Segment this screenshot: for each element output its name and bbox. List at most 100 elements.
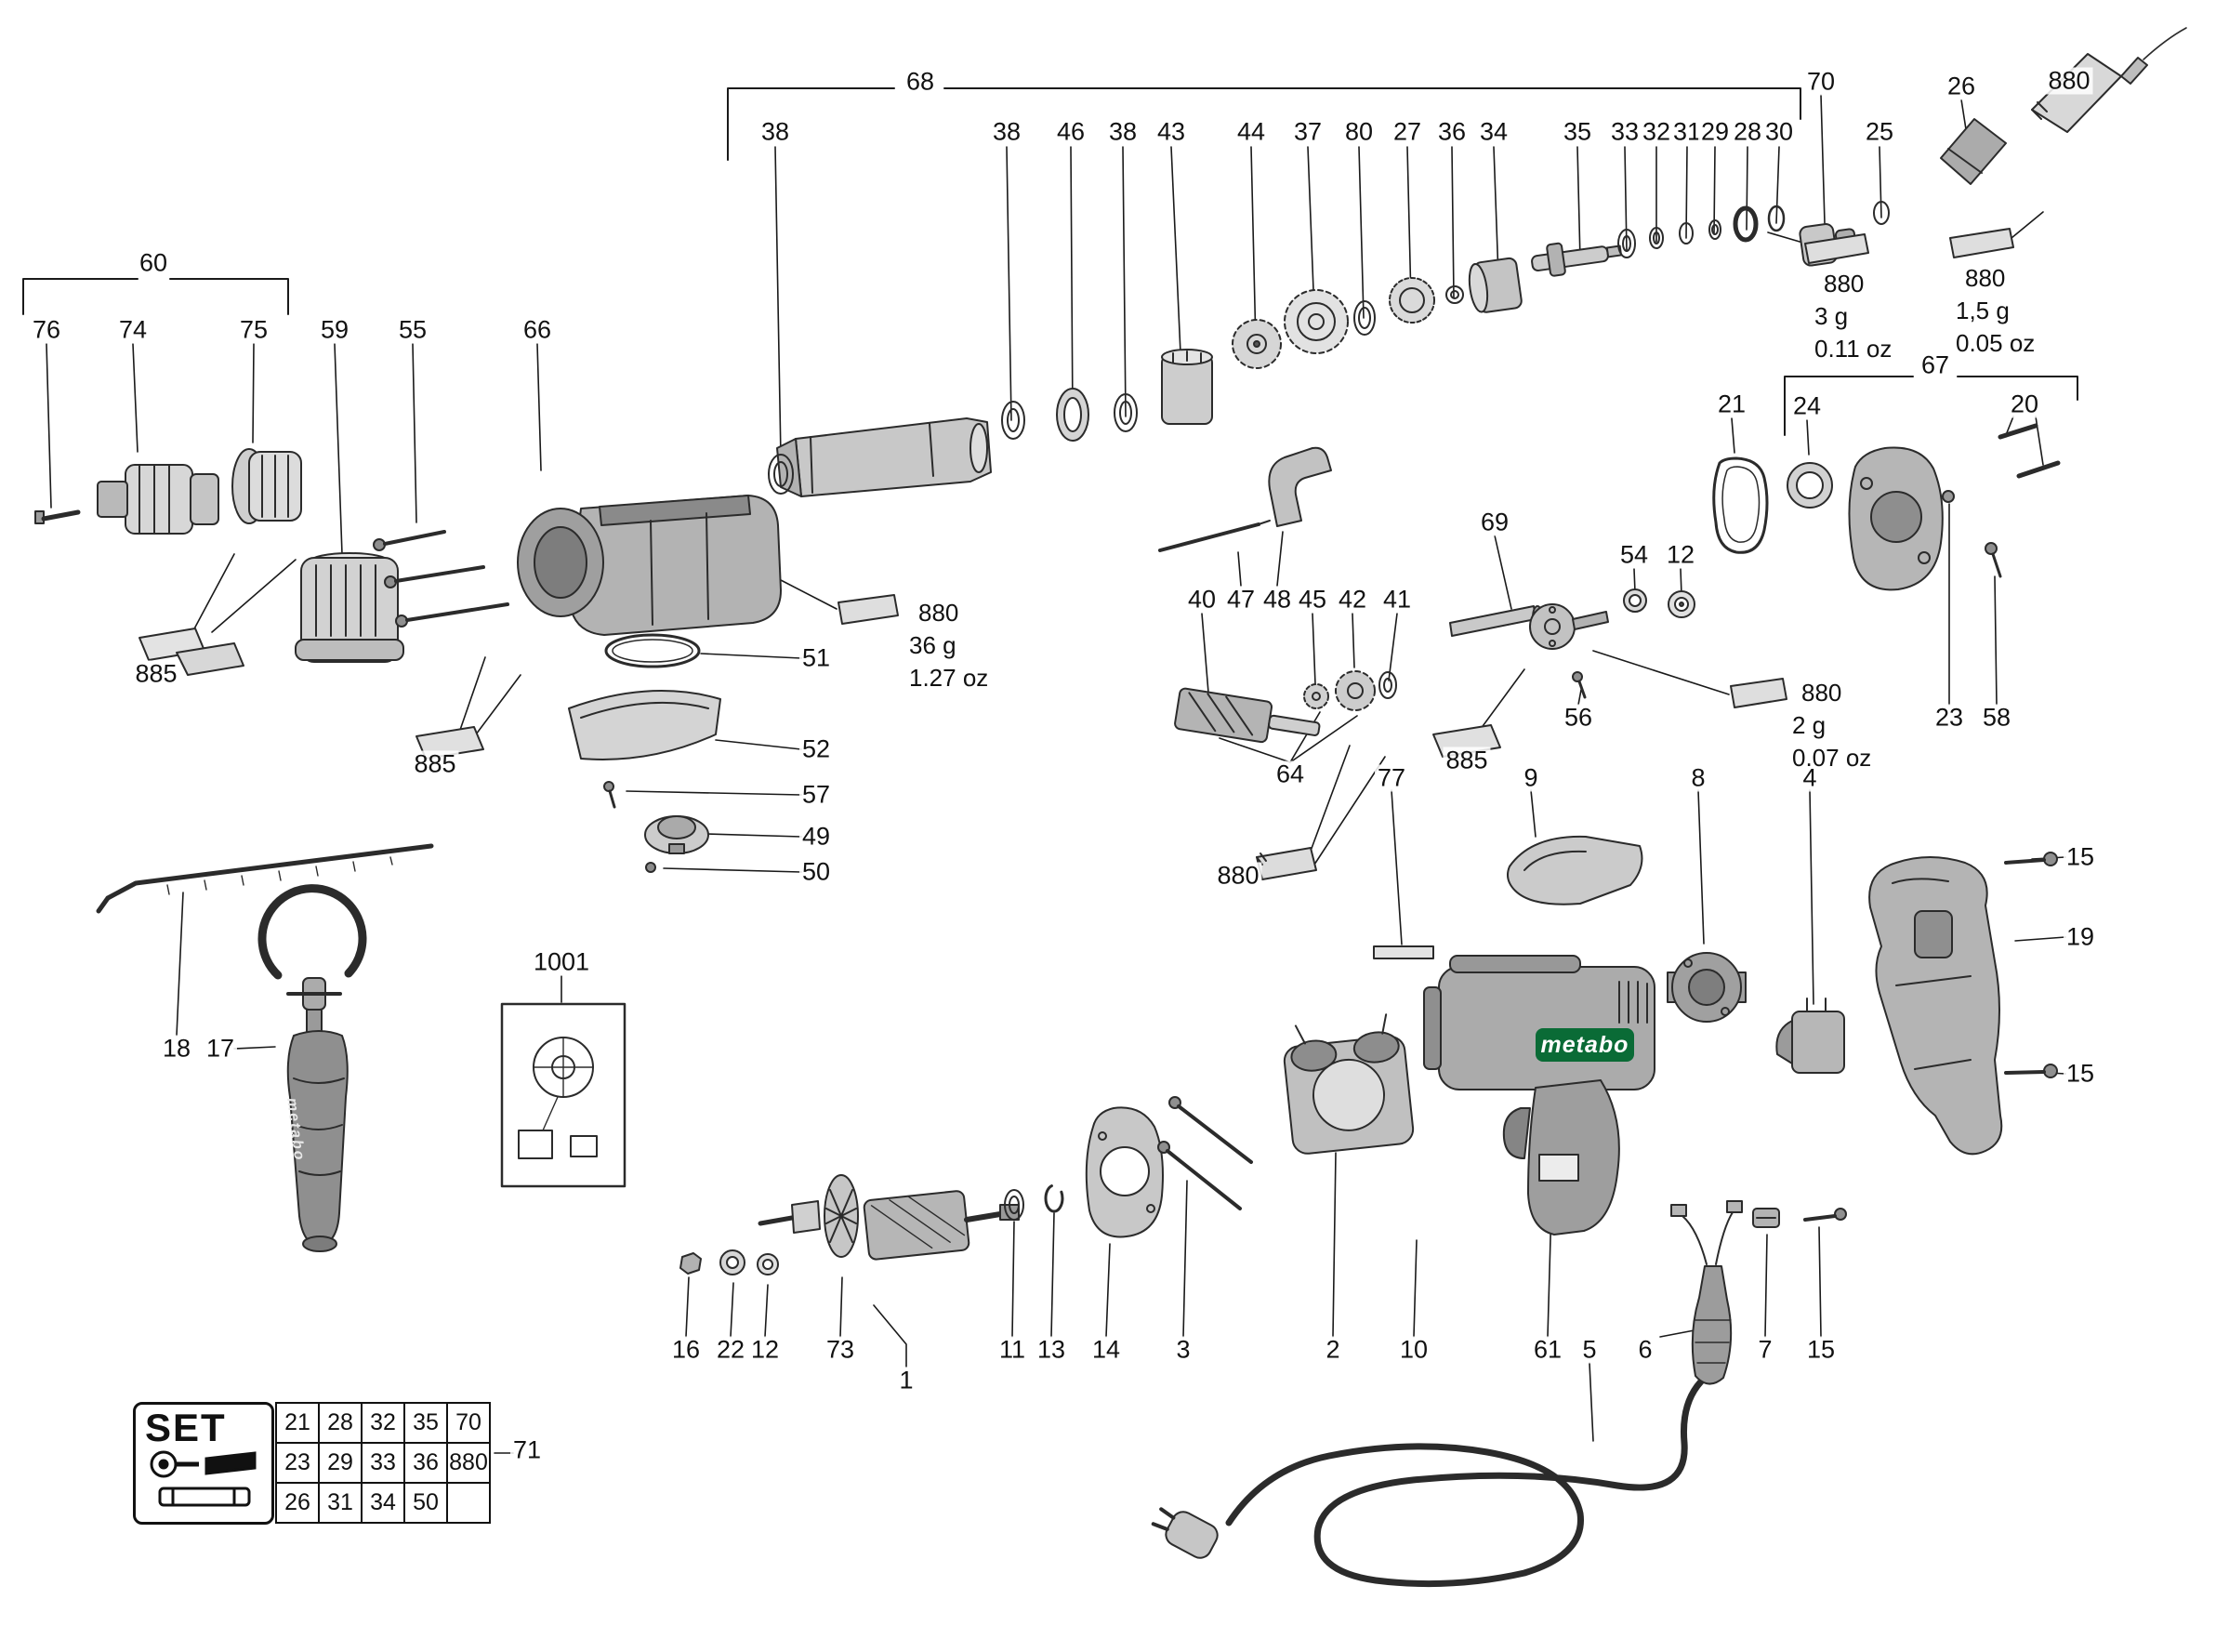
part-label-880: 880: [1214, 862, 1262, 890]
part-label-3: 3: [1173, 1336, 1194, 1364]
part-label-24: 24: [1789, 392, 1825, 420]
knob-49-art: [644, 815, 709, 854]
part-label-52: 52: [798, 735, 834, 763]
cover-9-art: [1507, 835, 1643, 905]
ball-23-art: [1942, 490, 1955, 503]
part-label-19: 19: [2063, 923, 2098, 951]
part-label-48: 48: [1260, 586, 1295, 614]
part-label-54: 54: [1616, 541, 1652, 569]
grease-note-ref: 880: [1824, 270, 1865, 297]
ring-24-art: [1787, 462, 1833, 509]
part-label-885: 885: [132, 660, 180, 688]
part-label-12: 12: [747, 1336, 783, 1364]
part-label-14: 14: [1088, 1336, 1124, 1364]
screw-57-art: [603, 781, 616, 809]
part-label-4: 4: [1800, 764, 1820, 792]
part-label-27: 27: [1390, 118, 1425, 146]
cover-52-art: [568, 690, 721, 760]
part-label-1001: 1001: [530, 948, 593, 976]
part-label-9: 9: [1521, 764, 1541, 792]
bit-icon: [204, 1451, 257, 1475]
part-label-44: 44: [1233, 118, 1269, 146]
part-label-10: 10: [1396, 1336, 1431, 1364]
ring-25-art: [1873, 201, 1890, 225]
part-label-77: 77: [1374, 764, 1409, 792]
part-label-8: 8: [1688, 764, 1708, 792]
screw-15-bottom-art: [1803, 1208, 1847, 1222]
ring-54-bearing-12-art: [1623, 588, 1695, 618]
washer-11-ring-13-art: [1004, 1183, 1064, 1221]
brand-badge: metabo: [1536, 1028, 1634, 1062]
grease-note-ref: 880: [1965, 264, 2006, 292]
part-label-11: 11: [996, 1336, 1029, 1364]
part-label-30: 30: [1761, 118, 1797, 146]
part-label-41: 41: [1379, 586, 1415, 614]
callout-box-1001-art: [500, 1002, 626, 1188]
leader-lines: [46, 94, 2066, 1454]
grease-note-oz: 0.07 oz: [1792, 744, 1872, 773]
part-label-5: 5: [1579, 1336, 1600, 1364]
part-label-885: 885: [1443, 747, 1491, 774]
part-label-18: 18: [159, 1035, 194, 1063]
part-label-69: 69: [1477, 509, 1512, 536]
part-label-80: 80: [1341, 118, 1377, 146]
part-label-42: 42: [1335, 586, 1370, 614]
set-table-cell: 33: [361, 1442, 405, 1484]
screws-3-art: [1157, 1096, 1253, 1210]
set-table-cell: 31: [318, 1482, 363, 1524]
pins-20-art: [1998, 423, 2061, 479]
grease-note-amount: 36 g: [909, 631, 956, 660]
part-label-70: 70: [1803, 68, 1839, 96]
set-table-cell: 32: [361, 1402, 405, 1444]
mains-plug-art: [1151, 1507, 1219, 1559]
sleeve-43-art: [1161, 349, 1213, 425]
part-label-43: 43: [1154, 118, 1189, 146]
grease-note-ref: 880: [1801, 679, 1842, 707]
depth-rod-18-art: [96, 843, 434, 914]
set-icons: [150, 1450, 257, 1507]
part-label-20: 20: [2007, 390, 2042, 418]
grease-tubes-flat-art: [838, 228, 2014, 708]
part-label-57: 57: [798, 781, 834, 809]
part-label-76: 76: [29, 316, 64, 344]
side-handle-17-art: [257, 884, 367, 1252]
part-label-67: 67: [1918, 351, 1953, 379]
grease-tube-880-mid-art: [1256, 847, 1317, 880]
spindle-69-art: [1449, 603, 1609, 650]
o-ring-51-art: [604, 633, 701, 668]
switch-4-art: [1775, 998, 1845, 1074]
grease-note-amount: 2 g: [1792, 711, 1827, 740]
gasket-21-art: [1712, 456, 1769, 554]
part-label-56: 56: [1561, 704, 1596, 732]
part-label-61: 61: [1530, 1336, 1565, 1364]
set-table-cell: [446, 1482, 491, 1524]
small-parts-16-22-12-art: [679, 1249, 779, 1275]
set-table-cell: 26: [275, 1482, 320, 1524]
part-label-75: 75: [236, 316, 271, 344]
armature-1-art: [758, 1174, 1020, 1261]
set-table-cell: 29: [318, 1442, 363, 1484]
screws-55-art: [373, 530, 509, 628]
part-label-60: 60: [136, 249, 171, 277]
part-label-28: 28: [1730, 118, 1765, 146]
gear-shaft-40-art: [1174, 687, 1321, 744]
bearing-flange-art: [1848, 446, 1944, 591]
hammer-tube-68-art: [776, 417, 992, 497]
part-label-885: 885: [411, 750, 459, 778]
chuck-59-art: [295, 552, 404, 663]
set-table-cell: 21: [275, 1402, 320, 1444]
part-label-73: 73: [823, 1336, 858, 1364]
grease-note-ref: 880: [918, 599, 959, 627]
handle-shell-19-art: [1868, 856, 2003, 1156]
rod-47-art: [1158, 520, 1271, 552]
stator-2-art: [1283, 1013, 1415, 1155]
coupling-27-art: [1389, 277, 1435, 324]
chuck-74-art: [97, 464, 219, 535]
part-label-16: 16: [668, 1336, 704, 1364]
barrel-26-art: [1940, 118, 2007, 185]
